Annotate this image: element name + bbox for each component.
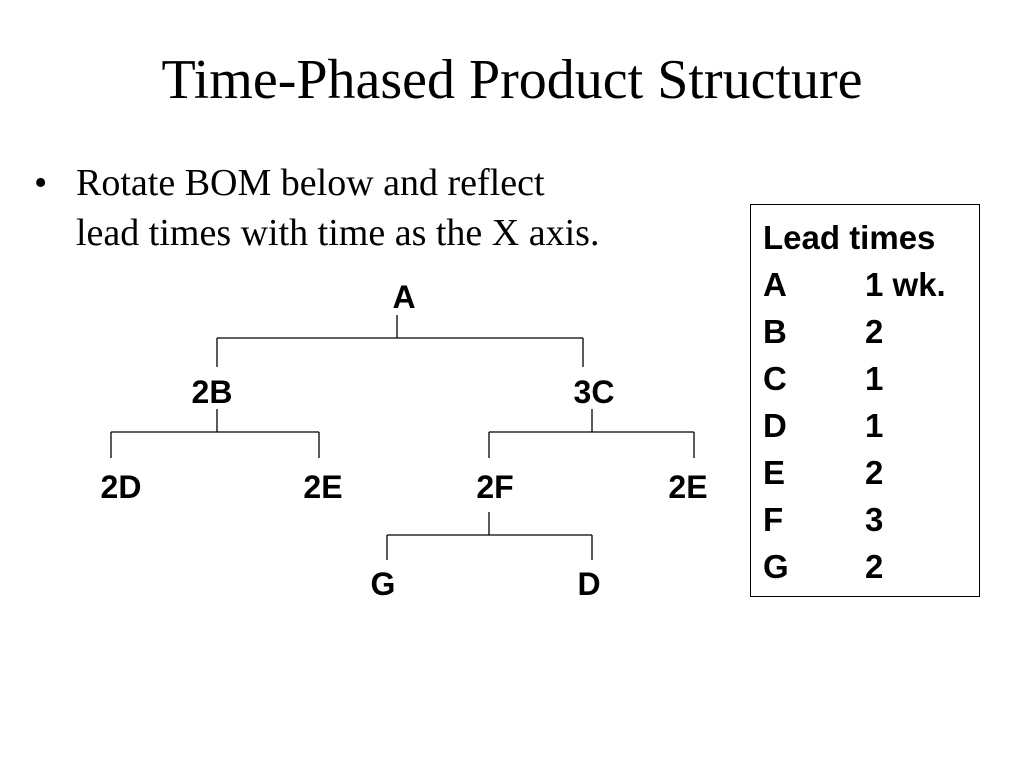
lead-time-value: 2 xyxy=(865,313,884,350)
lead-times-table: Lead times A 1 wk. B 2 C 1 D 1 E 2 F 3 G… xyxy=(750,204,980,597)
lead-times-title: Lead times xyxy=(763,219,936,256)
bullet-line-2: lead times with time as the X axis. xyxy=(76,212,600,254)
lead-time-row: B 2 xyxy=(763,308,979,355)
node-f: 2F xyxy=(476,469,513,505)
node-a: A xyxy=(392,279,415,315)
lead-time-item: C xyxy=(763,360,787,397)
node-d: 2D xyxy=(101,469,142,505)
lead-time-value: 3 xyxy=(865,501,884,538)
node-e-second: 2E xyxy=(668,469,707,505)
lead-time-value: 2 xyxy=(865,548,884,585)
lead-time-item: B xyxy=(763,313,787,350)
lead-time-item: A xyxy=(763,266,787,303)
lead-time-value: 1 xyxy=(865,407,884,444)
slide-title: Time-Phased Product Structure xyxy=(161,49,863,111)
node-g: G xyxy=(371,566,396,602)
lead-time-row: C 1 xyxy=(763,355,979,402)
lead-time-row: F 3 xyxy=(763,496,979,543)
lead-time-item: D xyxy=(763,407,787,444)
lead-time-row: D 1 xyxy=(763,402,979,449)
lead-time-item: F xyxy=(763,501,784,538)
node-d-second: D xyxy=(577,566,600,602)
lead-time-value: 1 wk. xyxy=(865,266,946,303)
lead-time-row: A 1 wk. xyxy=(763,261,979,308)
bullet-text: Rotate BOM below and reflect lead times … xyxy=(76,158,724,258)
bullet-line-1: Rotate BOM below and reflect xyxy=(76,162,545,204)
lead-time-row: E 2 xyxy=(763,449,979,496)
bullet-point: • Rotate BOM below and reflect lead time… xyxy=(34,158,724,258)
node-c: 3C xyxy=(574,374,615,410)
lead-time-row: G 2 xyxy=(763,543,979,590)
lead-time-value: 1 xyxy=(865,360,884,397)
lead-time-item: E xyxy=(763,454,786,491)
lead-time-value: 2 xyxy=(865,454,884,491)
node-b: 2B xyxy=(192,374,233,410)
lead-time-item: G xyxy=(763,548,789,585)
bullet-marker: • xyxy=(34,162,48,204)
node-e: 2E xyxy=(303,469,342,505)
